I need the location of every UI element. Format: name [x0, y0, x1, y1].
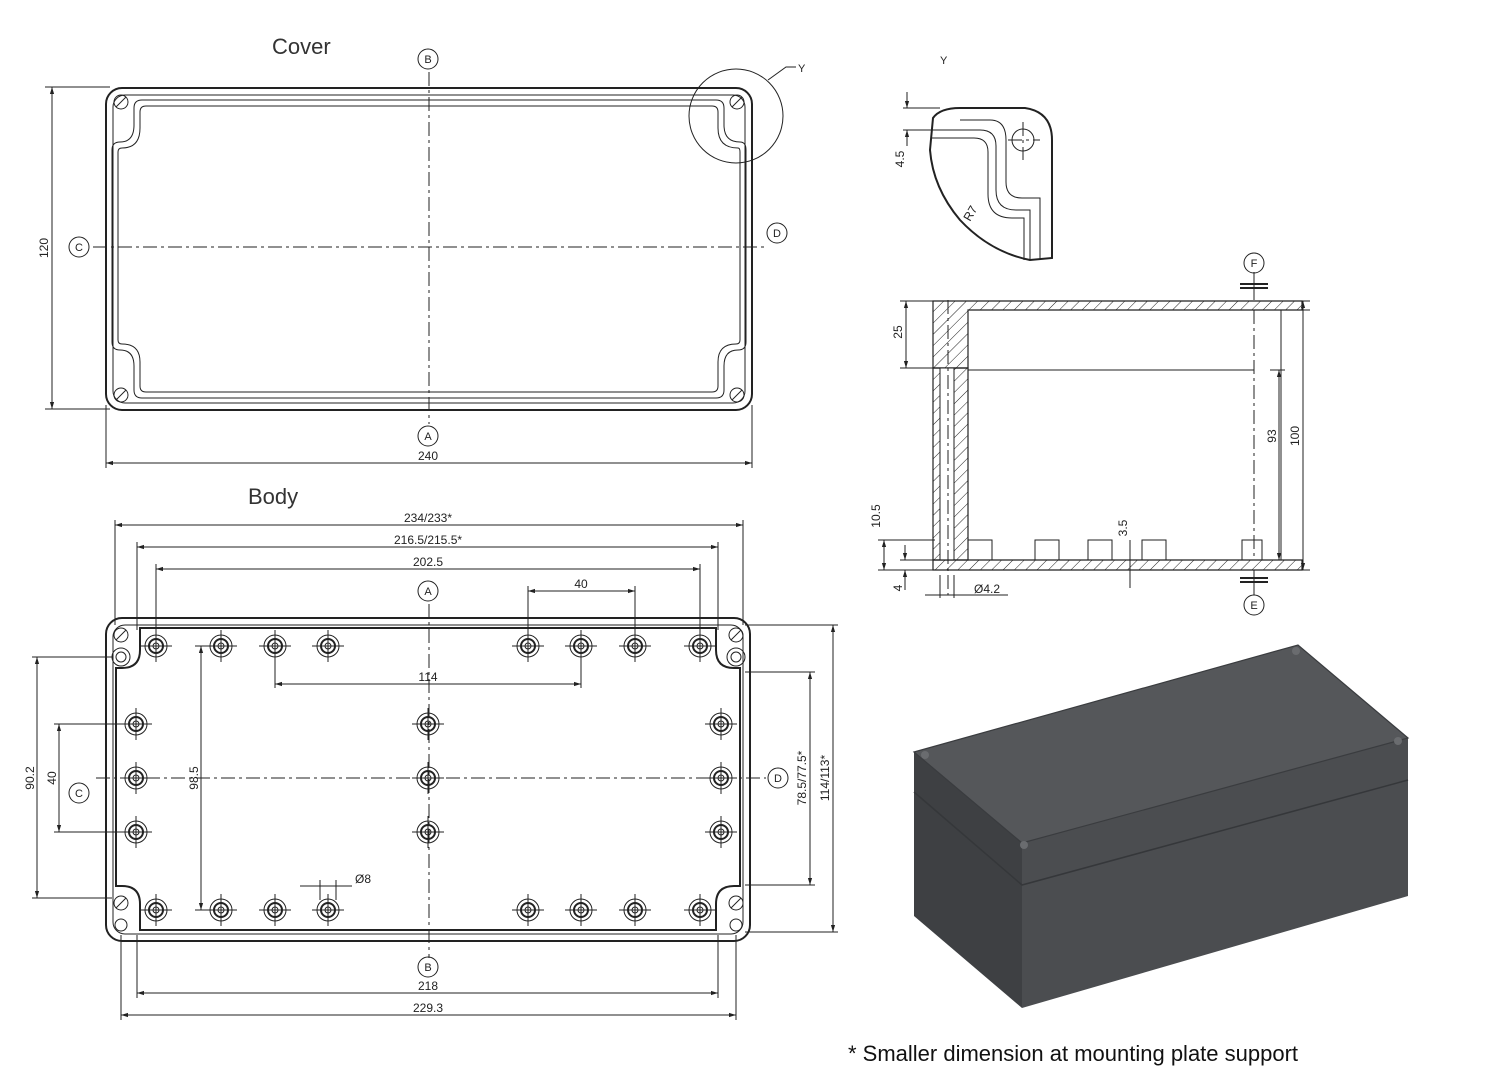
marker-d-right: D	[766, 222, 788, 244]
dim-114-113: 114/113*	[818, 755, 832, 802]
marker-c-left: C	[68, 236, 90, 258]
dim-985: 98.5	[187, 766, 201, 790]
marker-f: F	[1243, 252, 1265, 274]
cover-title: Cover	[272, 34, 331, 59]
svg-text:D: D	[773, 228, 781, 240]
section-view: F E 25 93 100 10.5 4 3.5 Ø4.2	[869, 252, 1310, 616]
dim-35: 3.5	[1116, 519, 1130, 536]
cover-corner-screws	[113, 94, 745, 403]
dim-d42: Ø4.2	[974, 582, 1000, 596]
dim-218: 218	[418, 979, 438, 993]
dim-45: 4.5	[893, 150, 907, 167]
dim-2293: 229.3	[413, 1001, 443, 1015]
cover-gasket-groove-inner	[117, 105, 741, 393]
svg-text:F: F	[1251, 258, 1258, 270]
detail-y-label: Y	[798, 63, 806, 75]
svg-text:A: A	[424, 586, 432, 598]
dim-902: 90.2	[23, 766, 37, 790]
svg-text:A: A	[424, 431, 432, 443]
detail-y-circle	[688, 68, 784, 164]
marker-c-body: C	[68, 782, 90, 804]
body-view: Body	[23, 484, 838, 1020]
dim-d8: Ø8	[355, 872, 371, 886]
svg-text:D: D	[774, 773, 782, 785]
detail-y-view: Y 4.5 R7	[893, 55, 1053, 262]
cover-view: Cover Y B C D A 120 240	[37, 34, 806, 468]
cover-width-dim: 240	[418, 449, 438, 463]
dim-202: 202.5	[413, 555, 443, 569]
svg-text:B: B	[424, 962, 431, 974]
svg-text:C: C	[75, 242, 83, 254]
footnote: * Smaller dimension at mounting plate su…	[848, 1041, 1298, 1066]
svg-text:C: C	[75, 788, 83, 800]
dim-216: 216.5/215.5*	[394, 533, 462, 547]
dim-40-top: 40	[574, 577, 588, 591]
enclosure-render	[912, 644, 1410, 1008]
marker-b-body: B	[417, 956, 439, 978]
svg-text:E: E	[1250, 600, 1257, 612]
body-inner-wall	[115, 627, 741, 931]
detail-y-title: Y	[940, 55, 948, 67]
dim-785: 78.5/77.5*	[795, 750, 809, 805]
svg-text:B: B	[424, 54, 431, 66]
marker-d-body: D	[767, 767, 789, 789]
dim-234: 234/233*	[404, 511, 452, 525]
dim-100: 100	[1288, 426, 1302, 446]
body-outline	[105, 617, 751, 942]
dim-105: 10.5	[869, 504, 883, 528]
marker-e: E	[1243, 594, 1265, 616]
cover-height-dim: 120	[37, 238, 51, 258]
dim-r7: R7	[960, 203, 980, 224]
body-title: Body	[248, 484, 298, 509]
dim-4: 4	[891, 584, 905, 591]
marker-a-body: A	[417, 580, 439, 602]
dim-40-left: 40	[45, 771, 59, 785]
cover-gasket-groove	[111, 99, 747, 399]
mounting-bosses	[120, 630, 737, 926]
dim-114: 114	[418, 670, 437, 684]
dim-25: 25	[891, 325, 905, 339]
marker-b-top: B	[417, 48, 439, 70]
marker-a-bottom: A	[417, 425, 439, 447]
dim-93: 93	[1265, 429, 1279, 443]
